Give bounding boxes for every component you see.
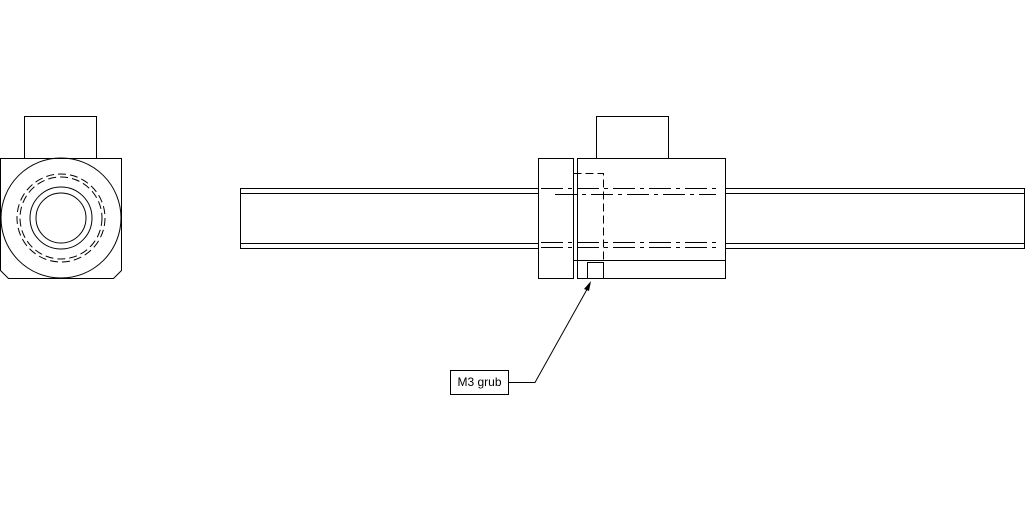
side-view (240, 116, 1025, 279)
end-view-bore-outer (29, 186, 93, 250)
end-view-hidden-circle-outer (16, 173, 106, 263)
end-view-tab (24, 116, 97, 159)
grub-screw (587, 262, 604, 279)
end-view-block (0, 158, 122, 279)
collar (538, 158, 574, 279)
callout-label: M3 grub (450, 370, 509, 395)
hidden-grub-bore (573, 173, 604, 261)
block-tab (596, 116, 669, 159)
callout-leader (508, 281, 591, 383)
end-view-outer-circle (0, 157, 122, 279)
end-view (0, 116, 122, 279)
arrowhead-icon (584, 281, 591, 291)
end-view-bore-inner (35, 192, 87, 244)
end-view-hidden-circle-inner (19, 176, 103, 260)
rod (240, 188, 1025, 249)
